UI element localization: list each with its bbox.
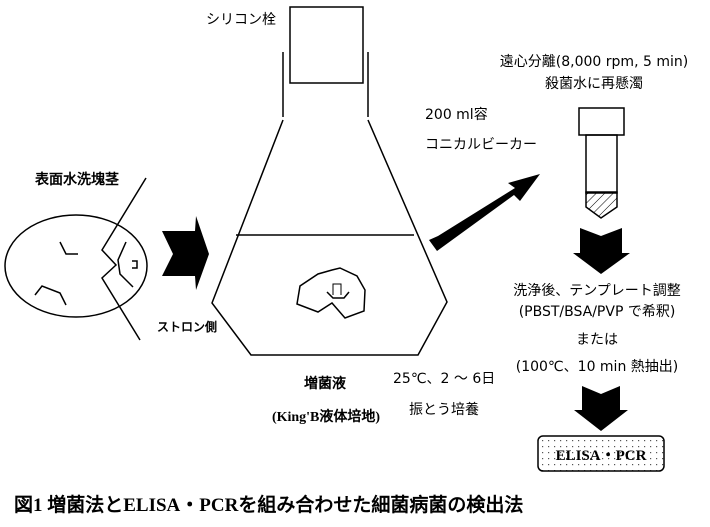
tuber-label: 表面水洗塊茎 (34, 171, 119, 188)
centrifuge-tube (578, 107, 625, 219)
arrow-down-icon (573, 228, 630, 274)
arrow-right-icon (162, 216, 209, 290)
resuspend-label: 殺菌水に再懸濁 (545, 76, 643, 92)
dilute-label: (PBST/BSA/PVP で希釈) (519, 304, 676, 320)
detection-box (537, 435, 665, 472)
medium-label: (King'B液体培地) (272, 408, 380, 425)
flask-type-label: コニカルビーカー (425, 137, 537, 153)
centrifuge-label: 遠心分離(8,000 rpm, 5 min) (500, 53, 688, 70)
tuber-illustration (4, 177, 148, 341)
culture-liquid-label: 増菌液 (304, 375, 347, 392)
figure-caption: 図1 増菌法とELISA・PCRを組み合わせた細菌病菌の検出法 (14, 493, 523, 516)
arrow-down-icon (574, 386, 628, 431)
conditions-label: 25℃、2 ～ 6日 (393, 371, 495, 387)
stolon-side-label: ストロン側 (157, 319, 217, 334)
shaking-label: 振とう培養 (409, 401, 479, 418)
or-label: または (576, 332, 618, 348)
detection-label: ELISA・PCR (556, 448, 647, 464)
flask-volume-label: 200 ml容 (425, 106, 488, 123)
heat-label: (100℃、10 min 熱抽出) (516, 359, 678, 375)
stopper-label: シリコン栓 (206, 12, 276, 28)
wash-label: 洗浄後、テンプレート調整 (513, 283, 681, 299)
conical-beaker (211, 6, 448, 356)
arrow-diagonal-icon (429, 174, 540, 251)
